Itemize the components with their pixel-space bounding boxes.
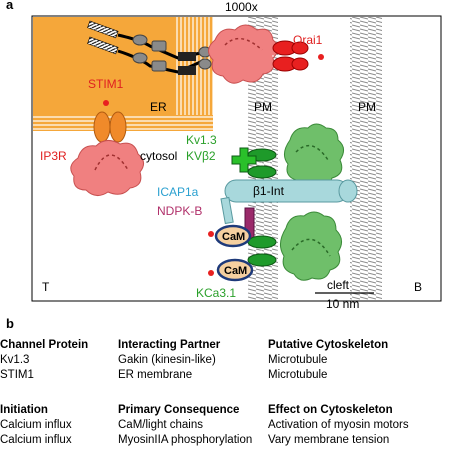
er-label: ER	[150, 100, 167, 114]
table-calcium-effects: Initiation Primary Consequence Effect on…	[0, 403, 409, 448]
kca31-label: KCa3.1	[196, 286, 236, 300]
table-cell: MyosinIIA phosphorylation	[118, 434, 253, 446]
table-row: Calcium influx CaM/light chains Activati…	[0, 418, 409, 433]
column-header: Putative Cytoskeleton	[268, 339, 389, 351]
panel-b-label: b	[6, 316, 14, 331]
orai1-label: Orai1	[293, 33, 323, 47]
icap1a-label: ICAP1a	[157, 185, 199, 199]
cam-1-label: CaM	[222, 231, 245, 243]
table-cell: ER membrane	[118, 369, 193, 381]
ip3r-receptor	[70, 100, 144, 196]
calcium-dot-2	[208, 270, 214, 276]
table-cell: Activation of myosin motors	[268, 419, 409, 431]
kca31-channel	[247, 211, 342, 281]
table-cell: Vary membrane tension	[268, 434, 390, 446]
table-cell: Calcium influx	[0, 434, 72, 446]
table-row: STIM1 ER membrane Microtubule	[0, 368, 388, 383]
kv13-partner-cloud	[284, 123, 344, 187]
calcium-dot-1	[208, 231, 214, 237]
cytosol-label: cytosol	[140, 149, 177, 163]
column-header: Effect on Cytoskeleton	[268, 404, 393, 416]
cam-2-label: CaM	[224, 265, 247, 277]
ndpkb-label: NDPK-B	[157, 204, 202, 218]
ip3r-label: IP3R	[40, 149, 67, 163]
table-cell: Gakin (kinesin-like)	[118, 354, 216, 366]
pm-left-label: PM	[254, 100, 272, 114]
table-header-row: Channel Protein Interacting Partner Puta…	[0, 338, 388, 353]
table-cell: Microtubule	[268, 369, 328, 381]
kv13-channel	[231, 147, 285, 179]
pm-right-label: PM	[358, 100, 376, 114]
column-header: Interacting Partner	[118, 339, 221, 351]
table-cell: Kv1.3	[0, 354, 30, 366]
panel-a-label: a	[6, 0, 14, 12]
b1int-label: β1-Int	[253, 184, 285, 198]
table-cell: Microtubule	[268, 354, 328, 366]
column-header: Primary Consequence	[118, 404, 240, 416]
magnification-label: 1000x	[225, 0, 258, 14]
kv13-label: Kv1.3	[186, 133, 217, 147]
cell-interface-diagram: 1000x Orai1 STIM1 ER PM PM IP3R cytosol …	[31, 0, 442, 310]
cleft-label: cleft	[327, 278, 350, 292]
stim1-label: STIM1	[88, 77, 124, 91]
kca31-partner-cloud	[280, 211, 342, 281]
cam-1-shape	[214, 224, 252, 248]
table-cell: STIM1	[0, 369, 34, 381]
cam-2-shape	[216, 258, 254, 282]
table-channel-proteins: Channel Protein Interacting Partner Puta…	[0, 338, 388, 383]
t-cell-label: T	[42, 280, 50, 294]
b-cell-label: B	[414, 280, 422, 294]
orai1-channel	[272, 40, 324, 72]
stim1-molecules	[87, 20, 212, 75]
kvb2-label: KVβ2	[186, 149, 216, 163]
table-row: Calcium influx MyosinIIA phosphorylation…	[0, 433, 409, 448]
table-cell: CaM/light chains	[118, 419, 204, 431]
beta1-integrin	[220, 179, 358, 225]
kvb2-cross	[231, 147, 257, 173]
column-header: Initiation	[0, 404, 48, 416]
column-header: Channel Protein	[0, 339, 89, 351]
plasma-membrane-right	[350, 17, 382, 300]
scale-label: 10 nm	[326, 297, 359, 310]
table-header-row: Initiation Primary Consequence Effect on…	[0, 403, 409, 418]
orai1-complex-cloud	[208, 24, 279, 84]
table-row: Kv1.3 Gakin (kinesin-like) Microtubule	[0, 353, 388, 368]
table-cell: Calcium influx	[0, 419, 72, 431]
